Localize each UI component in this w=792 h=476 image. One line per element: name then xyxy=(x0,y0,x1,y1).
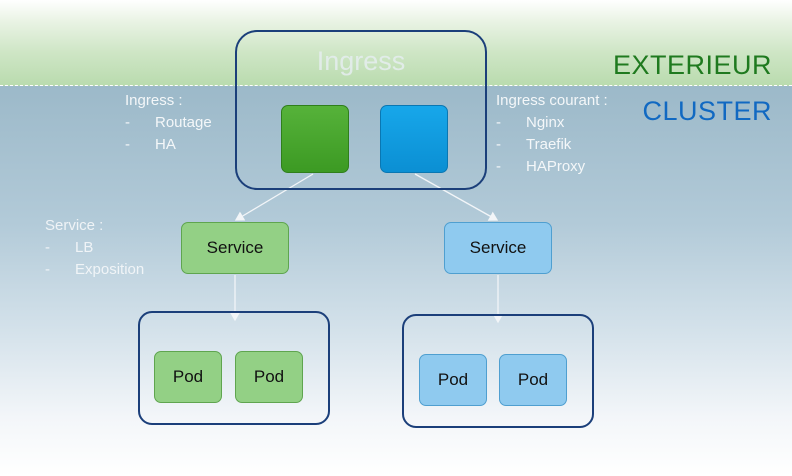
ingress-current-item: HAProxy xyxy=(526,158,586,175)
ingress-box[interactable]: Ingress xyxy=(235,30,487,190)
pod-right-1[interactable]: Pod xyxy=(419,354,487,406)
ingress-title: Ingress xyxy=(316,46,406,76)
zone-divider xyxy=(0,85,792,86)
pod-group-left[interactable]: Pod Pod xyxy=(138,311,330,425)
ingress-note: Ingress : -Routage -HA xyxy=(125,92,212,153)
ingress-note-item: HA xyxy=(155,136,176,153)
service-note-item: LB xyxy=(75,239,94,256)
cluster-label: CLUSTER xyxy=(642,96,772,126)
service-note-item: Exposition xyxy=(75,261,145,278)
pod-left-1[interactable]: Pod xyxy=(154,351,222,403)
ingress-green-block[interactable] xyxy=(281,105,349,173)
service-green[interactable]: Service xyxy=(181,222,289,274)
service-blue[interactable]: Service xyxy=(444,222,552,274)
ingress-blue-block[interactable] xyxy=(380,105,448,173)
pod-right-2[interactable]: Pod xyxy=(499,354,567,406)
pod-left-2[interactable]: Pod xyxy=(235,351,303,403)
ingress-current-note-title: Ingress courant : xyxy=(496,92,608,109)
ingress-current-item: Nginx xyxy=(526,114,565,131)
service-note: Service : -LB -Exposition xyxy=(45,217,145,278)
ingress-note-title: Ingress : xyxy=(125,92,183,109)
exterior-zone xyxy=(0,0,792,86)
pod-group-right[interactable]: Pod Pod xyxy=(402,314,594,428)
service-note-title: Service : xyxy=(45,217,104,234)
ingress-note-item: Routage xyxy=(155,114,212,131)
ingress-current-item: Traefik xyxy=(526,136,572,153)
exterior-label: EXTERIEUR xyxy=(612,50,772,80)
ingress-current-note: Ingress courant : -Nginx -Traefik -HAPro… xyxy=(496,92,608,175)
